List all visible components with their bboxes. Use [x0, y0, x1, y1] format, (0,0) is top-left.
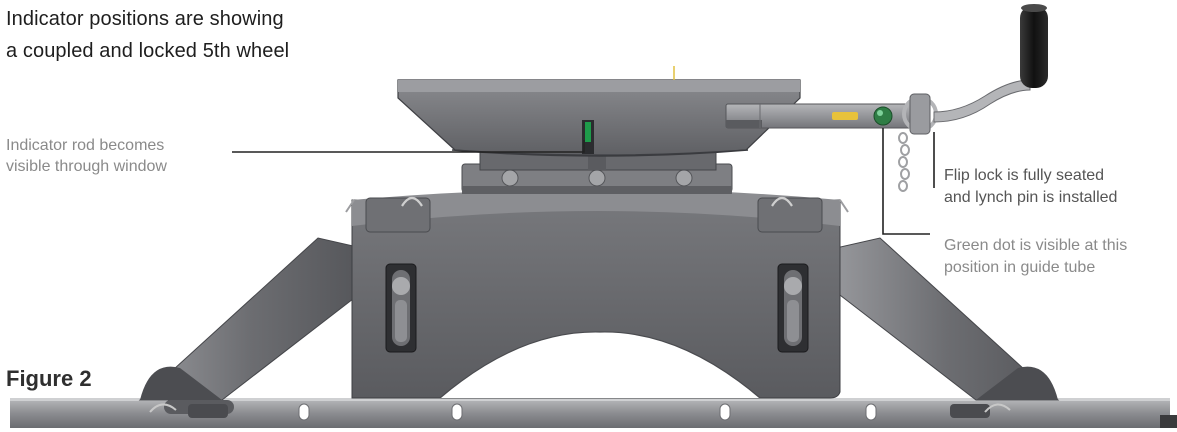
left-leg [138, 237, 363, 418]
base-saddle [345, 189, 849, 399]
indicator-rod [582, 120, 594, 154]
flip-lock-callout-line-2: and lynch pin is installed [944, 189, 1118, 206]
right-leg [835, 237, 1060, 418]
green-dot-indicator [873, 106, 893, 126]
flip-lock-callout-line-1: Flip lock is fully seated [944, 167, 1105, 184]
indicator-rod-callout-line-2: visible through window [6, 158, 167, 175]
indicator-rod-callout-line-1: Indicator rod becomes [6, 137, 165, 154]
left-side-window [385, 263, 417, 353]
rail-slots [298, 403, 877, 421]
right-side-window [777, 263, 809, 353]
handle [933, 4, 1048, 123]
heading-line-1: Indicator positions are showing [6, 8, 284, 30]
lynch-pin-chain [898, 132, 910, 192]
top-plate [397, 66, 801, 157]
figure-title: Figure 2 [6, 366, 92, 391]
head-bracket [461, 163, 733, 194]
green-dot-callout-line-2: position in guide tube [944, 259, 1096, 276]
leader-lines [232, 128, 935, 235]
heading-line-2: a coupled and locked 5th wheel [6, 40, 290, 62]
green-dot-callout-line-1: Green dot is visible at this [944, 237, 1128, 254]
guide-tube [725, 103, 913, 129]
